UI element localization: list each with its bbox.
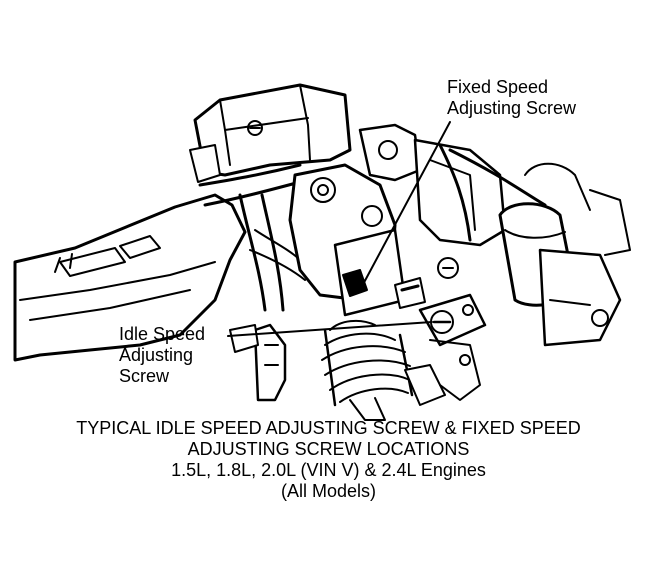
idle-speed-leader <box>227 321 433 337</box>
figure-caption: TYPICAL IDLE SPEED ADJUSTING SCREW & FIX… <box>0 418 657 502</box>
fixed-speed-label-line1: Fixed Speed <box>447 77 549 97</box>
throttle-linkage <box>229 323 481 406</box>
intake-housing <box>13 193 247 362</box>
caption-line1: TYPICAL IDLE SPEED ADJUSTING SCREW & FIX… <box>76 418 581 438</box>
sensor-block <box>189 83 352 183</box>
callout-leaders <box>227 121 451 337</box>
idle-speed-label-line2: Adjusting <box>119 345 194 365</box>
idle-screw-assembly <box>418 293 487 347</box>
fixed-speed-label-line2: Adjusting Screw <box>447 98 577 118</box>
caption-line2: ADJUSTING SCREW LOCATIONS <box>187 439 470 459</box>
right-engine-components <box>358 123 631 347</box>
idle-speed-label-line3: Screw <box>119 366 170 386</box>
return-spring <box>321 319 414 421</box>
caption-line4: (All Models) <box>280 481 377 501</box>
idle-speed-callout: Idle Speed Adjusting Screw <box>119 324 205 387</box>
vacuum-hoses <box>198 163 306 312</box>
caption-line3: 1.5L, 1.8L, 2.0L (VIN V) & 2.4L Engines <box>171 460 486 480</box>
fixed-speed-leader <box>359 121 451 291</box>
throttle-body <box>288 163 426 317</box>
fixed-speed-callout: Fixed Speed Adjusting Screw <box>447 77 576 119</box>
idle-speed-label-line1: Idle Speed <box>119 324 206 344</box>
